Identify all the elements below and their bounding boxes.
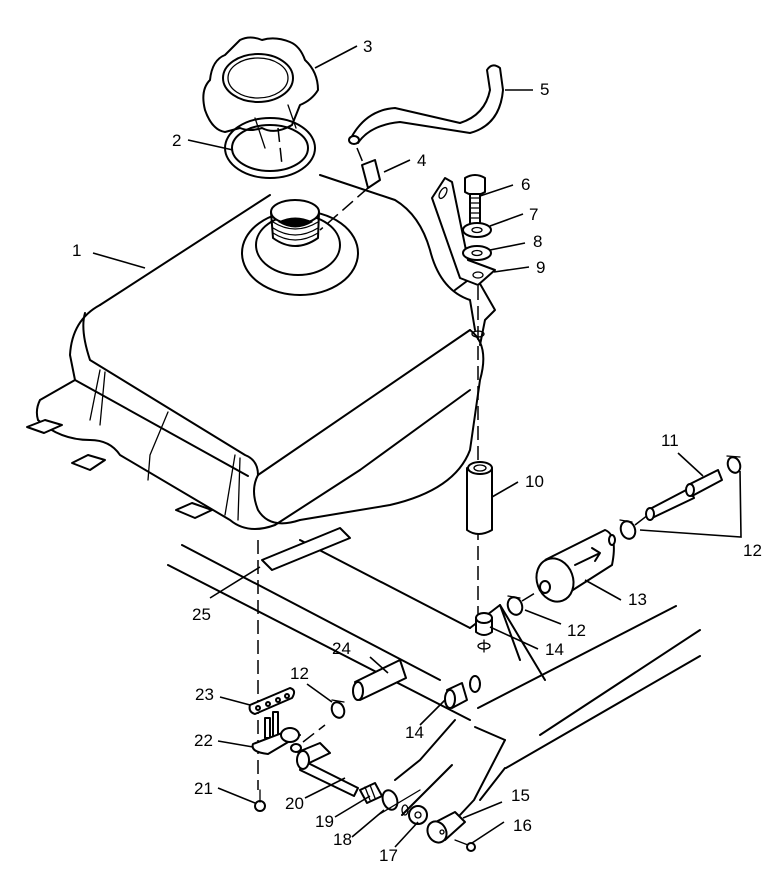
tank-tab (71, 454, 106, 471)
fuel-line (645, 469, 723, 521)
fuel-cap (202, 36, 319, 149)
callout-23: 23 (195, 685, 214, 704)
fuel-tank (26, 174, 496, 530)
fuel-filter (535, 529, 616, 603)
frame-bolt-hole (477, 639, 491, 653)
callout-12-lower: 12 (567, 621, 586, 640)
callout-7: 7 (529, 205, 538, 224)
tank-tab (26, 419, 63, 434)
hose-clamp (330, 699, 346, 719)
callout-16: 16 (513, 816, 532, 835)
hose-clamp (506, 595, 524, 616)
callout-11: 11 (661, 431, 679, 450)
frame-hole (469, 675, 481, 693)
callout-2: 2 (172, 131, 181, 150)
vent-fitting (319, 147, 381, 231)
callout-6: 6 (521, 175, 530, 194)
valve-knob (426, 811, 466, 844)
callout-13: 13 (628, 590, 647, 609)
callout-10: 10 (525, 472, 544, 491)
callout-14: 14 (545, 640, 564, 659)
bolt (464, 174, 486, 225)
hose-clamp (726, 455, 742, 474)
callout-20: 20 (285, 794, 304, 813)
leader-lines (92, 45, 742, 848)
spacer-tube (466, 461, 493, 535)
lock-washer (462, 222, 492, 238)
screw (254, 789, 266, 812)
callout-21: 21 (194, 779, 213, 798)
callout-5: 5 (540, 80, 549, 99)
callout-1: 1 (72, 241, 81, 260)
grommet (475, 612, 493, 636)
flat-washer (462, 245, 492, 261)
callout-18: 18 (333, 830, 352, 849)
washer (377, 789, 421, 816)
callout-17: 17 (379, 846, 398, 865)
callout-25: 25 (192, 605, 211, 624)
callout-19: 19 (315, 812, 334, 831)
valve-plate (248, 687, 296, 715)
callout-8: 8 (533, 232, 542, 251)
callout-22: 22 (194, 731, 213, 750)
fuel-line (352, 659, 407, 701)
callout-24: 24 (332, 639, 351, 658)
callout-12-valve: 12 (290, 664, 309, 683)
vent-hose (348, 64, 504, 145)
grommet (444, 682, 468, 709)
valve-shaft (296, 742, 359, 797)
callout-15: 15 (511, 786, 530, 805)
fuel-valve (251, 711, 302, 755)
screw (454, 839, 476, 852)
callout-14-lower: 14 (405, 723, 424, 742)
callout-12: 12 (743, 541, 762, 560)
hose-clamp (619, 519, 637, 540)
frame-rail (167, 539, 701, 816)
callout-4: 4 (417, 151, 426, 170)
mounting-bracket (431, 177, 496, 286)
nut (401, 804, 428, 825)
callout-9: 9 (536, 258, 545, 277)
pad (261, 527, 351, 571)
callout-3: 3 (363, 37, 372, 56)
tank-tab (175, 502, 213, 519)
